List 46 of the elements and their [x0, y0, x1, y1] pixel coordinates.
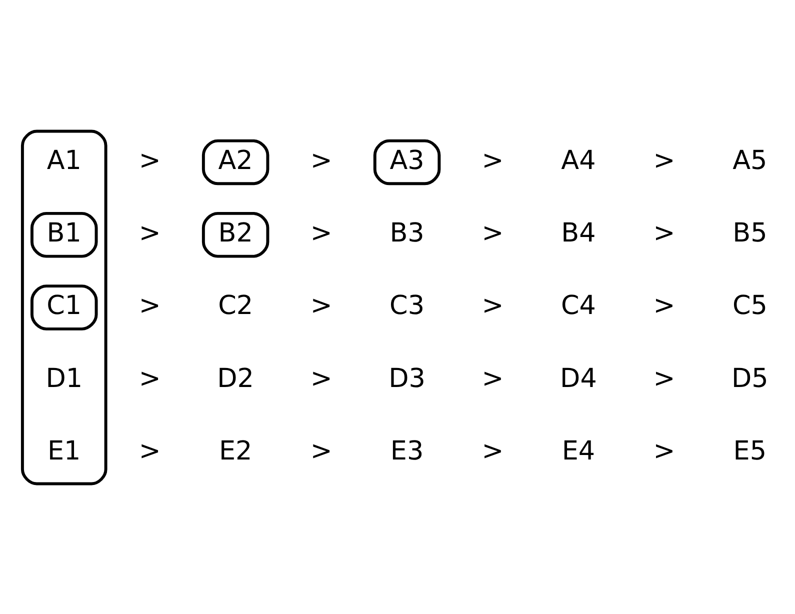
- node-text: C3: [390, 290, 424, 321]
- node-box: A3: [373, 138, 441, 185]
- label: >: [310, 436, 332, 466]
- node-text: E4: [562, 436, 596, 466]
- node-box: B2: [202, 211, 270, 258]
- node-text: E2: [218, 436, 252, 466]
- node-text: B3: [390, 218, 424, 248]
- label: >: [138, 218, 161, 248]
- label: >: [138, 363, 161, 394]
- node-text: B5: [732, 218, 768, 248]
- label: >: [653, 218, 676, 248]
- node-text: A5: [732, 145, 768, 176]
- label: >: [653, 290, 676, 321]
- node-box: B1: [30, 211, 98, 258]
- label: >: [310, 290, 332, 321]
- node-text: D1: [46, 363, 83, 394]
- cluster: [20, 129, 108, 485]
- node-text: E1: [48, 436, 81, 466]
- node-text: C2: [218, 290, 254, 321]
- node-text: B4: [561, 218, 596, 248]
- node-text: C5: [732, 290, 768, 321]
- label: >: [310, 145, 332, 176]
- label: >: [653, 436, 676, 466]
- node-text: D5: [732, 363, 768, 394]
- node-text: E3: [390, 436, 424, 466]
- label: >: [482, 363, 504, 394]
- node-text: A1: [46, 145, 82, 176]
- node-text: A4: [561, 145, 596, 176]
- label: >: [482, 436, 504, 466]
- node-text: D4: [560, 363, 597, 394]
- node-box: C1: [30, 284, 98, 330]
- label: >: [482, 145, 504, 176]
- label: >: [138, 290, 161, 321]
- label: >: [138, 145, 161, 176]
- label: >: [482, 290, 504, 321]
- node-box: A2: [202, 138, 270, 185]
- label: >: [482, 218, 504, 248]
- label: >: [653, 363, 676, 394]
- label: >: [310, 218, 332, 248]
- node-text: E5: [733, 436, 767, 466]
- node-text: C4: [561, 290, 596, 321]
- node-text: D2: [217, 363, 254, 394]
- label: >: [310, 363, 332, 394]
- label: >: [138, 436, 161, 466]
- node-text: D3: [388, 363, 426, 394]
- label: >: [653, 145, 676, 176]
